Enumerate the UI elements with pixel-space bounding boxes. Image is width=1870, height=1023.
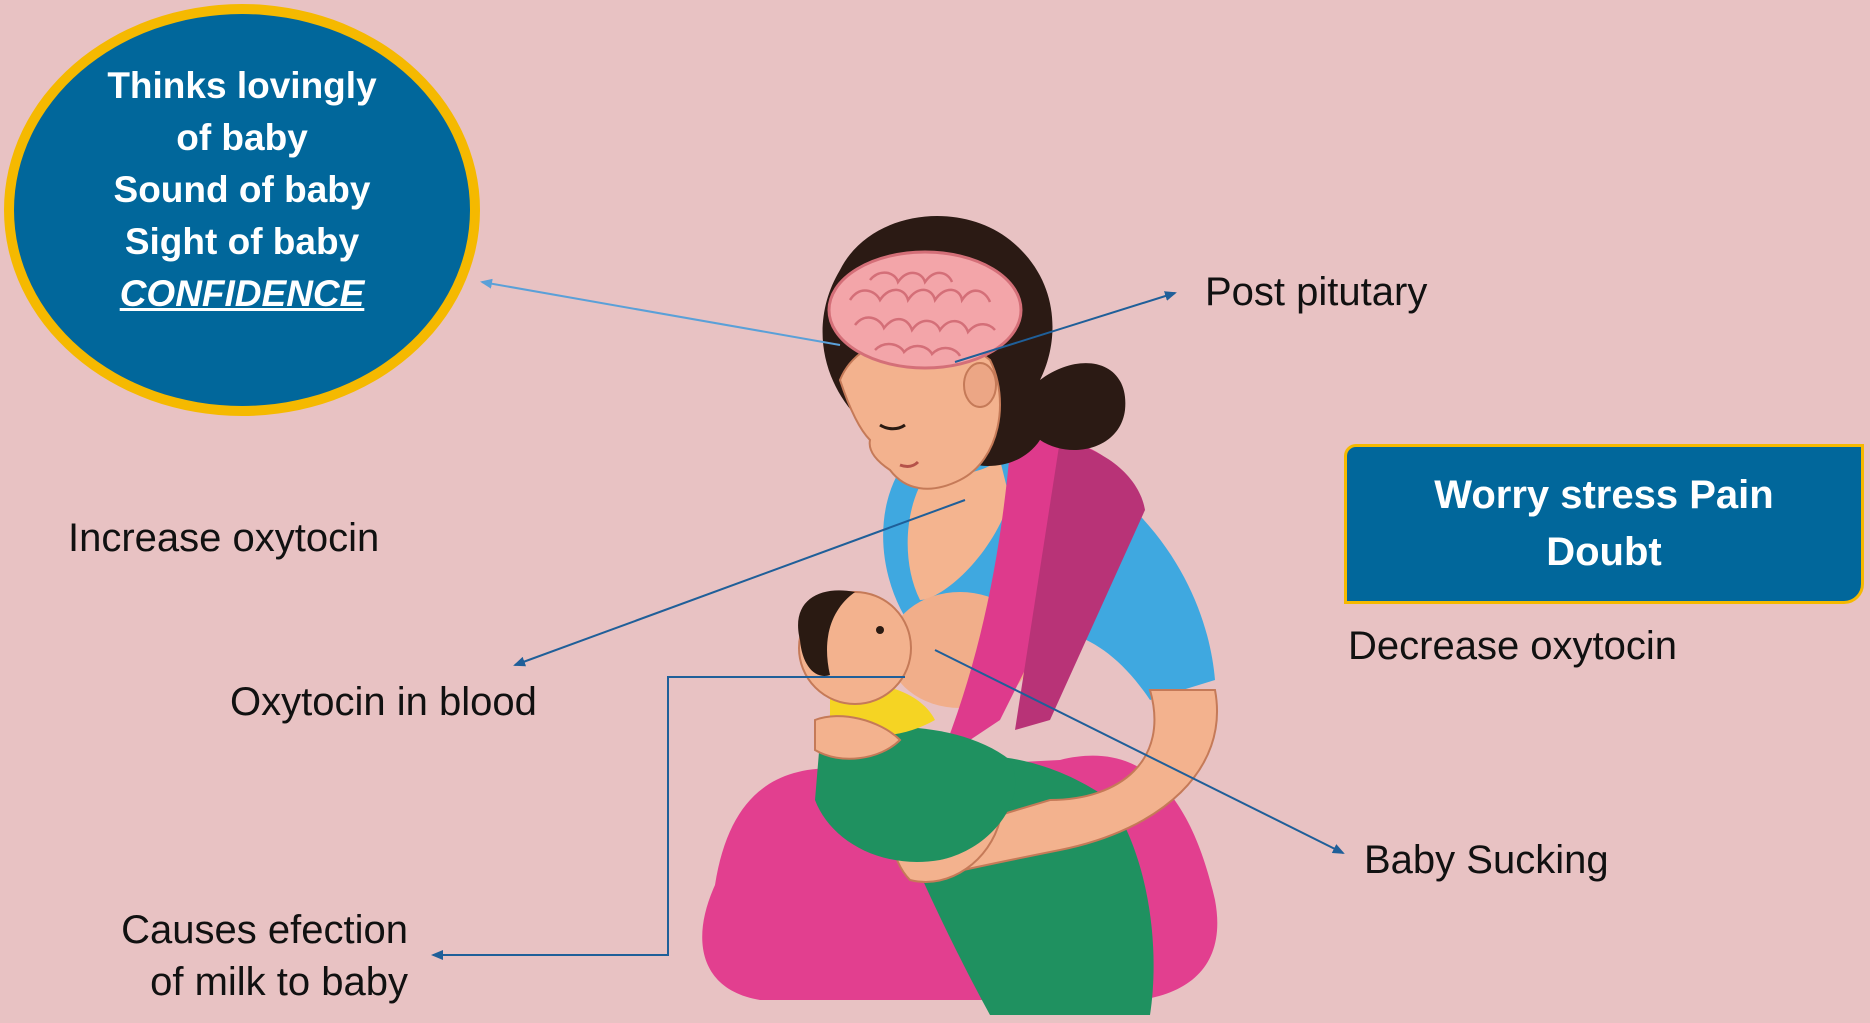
causes-ejection-label-line2: of milk to baby [94, 956, 408, 1008]
oxytocin-in-blood-label: Oxytocin in blood [230, 676, 537, 728]
negative-factors-box: Worry stress Pain Doubt [1344, 444, 1864, 604]
decrease-oxytocin-label: Decrease oxytocin [1348, 620, 1677, 672]
confidence-text: CONFIDENCE [120, 268, 365, 320]
circle-line-2: of baby [176, 112, 308, 164]
circle-line-1: Thinks lovingly [107, 60, 376, 112]
arrow-to-post-pituitary [955, 293, 1175, 362]
negative-factors-text: Worry stress Pain Doubt [1387, 467, 1821, 581]
arrow-to-oxytocin-blood [515, 500, 965, 665]
circle-line-4: Sight of baby [125, 216, 359, 268]
arrow-brain-to-circle [482, 282, 840, 345]
baby-sucking-label: Baby Sucking [1364, 834, 1609, 886]
post-pituitary-label: Post pitutary [1205, 266, 1427, 318]
increase-oxytocin-label: Increase oxytocin [68, 512, 379, 564]
causes-ejection-label-line1: Causes efection [94, 904, 408, 956]
arrow-to-baby-sucking [935, 650, 1343, 853]
positive-triggers-circle: Thinks lovingly of baby Sound of baby Si… [4, 4, 480, 416]
circle-line-3: Sound of baby [114, 164, 371, 216]
